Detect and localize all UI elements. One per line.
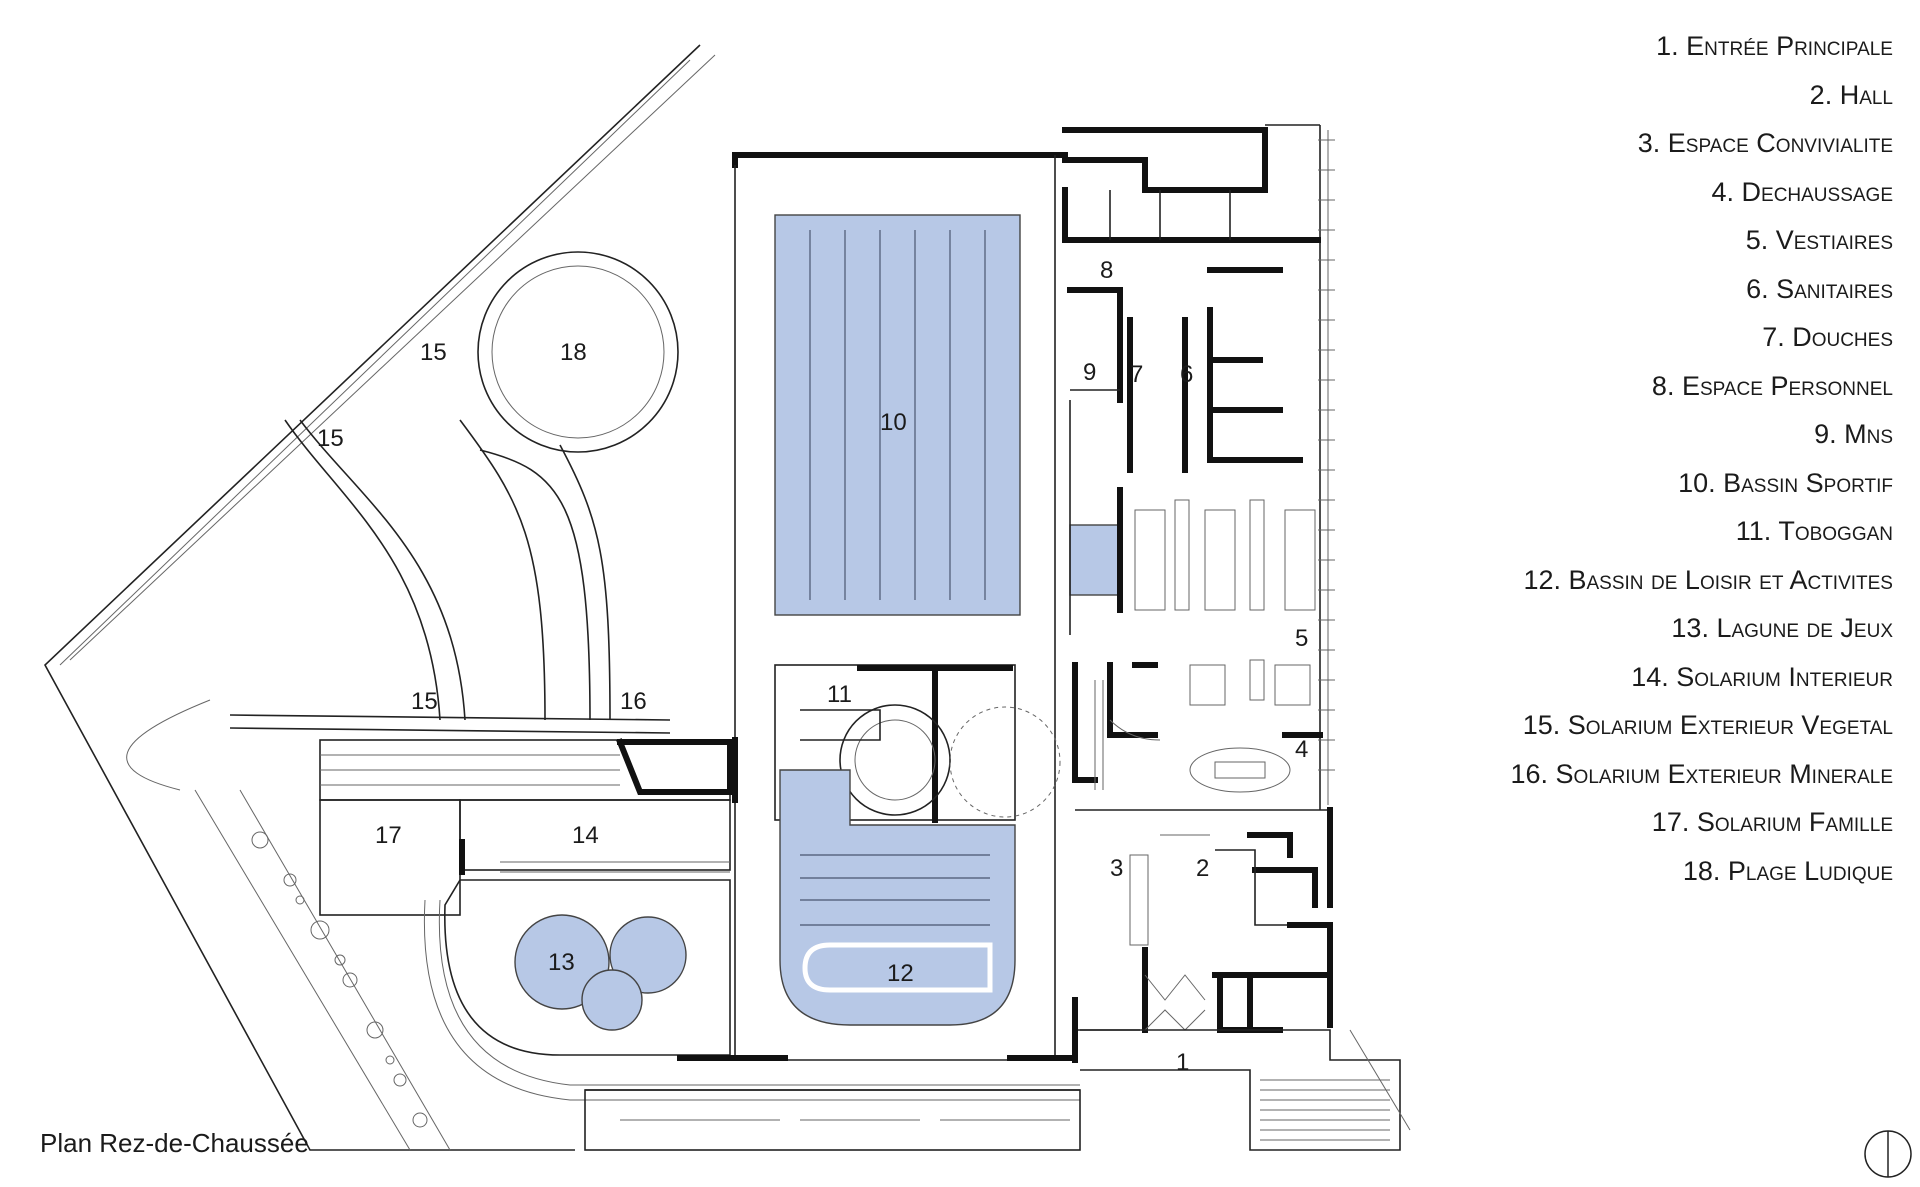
legend-item-9: 9. Mns [1814, 419, 1893, 449]
zone-numbers: 1 2 3 4 5 6 7 8 9 10 11 12 13 14 15 15 1… [317, 257, 1308, 1076]
zone-label-15c: 15 [411, 688, 438, 715]
legend-item-8: 8. Espace Personnel [1651, 370, 1893, 401]
zone-label-16: 16 [620, 688, 647, 715]
floor-plan-drawing: 1 2 3 4 5 6 7 8 9 10 11 12 13 14 15 15 1… [44, 44, 1411, 1151]
legend-item-17: 17. Solarium Famille [1651, 807, 1893, 837]
bassin-sportif [774, 214, 1021, 616]
lagune-area [423, 879, 1080, 1101]
north-arrow-icon [1864, 1130, 1912, 1178]
legend-item-13: 13. Lagune de Jeux [1671, 613, 1893, 643]
zone-label-15b: 15 [317, 425, 344, 452]
legend-item-5: 5. Vestiaires [1745, 225, 1893, 255]
plan-title: Plan Rez-de-Chaussée [40, 1128, 309, 1158]
zone-label-17: 17 [375, 822, 402, 849]
legend-item-1: 1. Entrée Principale [1656, 31, 1893, 61]
zone-label-13: 13 [548, 949, 575, 976]
zone-label-12: 12 [887, 960, 914, 987]
legend-item-2: 2. Hall [1809, 79, 1893, 110]
plage-ludique-outline [477, 251, 679, 453]
legend-item-15: 15. Solarium Exterieur Vegetal [1522, 710, 1893, 740]
legend-item-3: 3. Espace Convivialite [1637, 128, 1893, 158]
zone-label-4: 4 [1295, 736, 1308, 763]
legend-item-14: 14. Solarium Interieur [1631, 661, 1893, 692]
legend-item-18: 18. Plage Ludique [1682, 855, 1893, 886]
zone-label-10: 10 [880, 409, 907, 436]
zone-label-6: 6 [1180, 361, 1193, 388]
legend-item-12: 12. Bassin de Loisir et Activites [1523, 564, 1893, 595]
zone-label-3: 3 [1110, 855, 1123, 882]
changing-rooms-wing [1062, 124, 1335, 810]
legend-item-11: 11. Toboggan [1735, 516, 1893, 546]
legend-item-6: 6. Sanitaires [1746, 273, 1893, 304]
legend-item-16: 16. Solarium Exterieur Minerale [1510, 758, 1894, 789]
site-boundary [44, 44, 716, 1151]
solarium-blocks [319, 738, 733, 916]
zone-label-2: 2 [1196, 855, 1209, 882]
legend-item-4: 4. Dechaussage [1711, 176, 1894, 207]
zone-label-14: 14 [572, 822, 599, 849]
toboggan-area [774, 664, 1061, 823]
zone-label-7: 7 [1130, 361, 1143, 388]
entrance-steps [1080, 1029, 1411, 1151]
bassin-loisir [779, 769, 1016, 1026]
zone-label-11: 11 [827, 681, 852, 708]
legend-item-7: 7. Douches [1762, 322, 1893, 352]
zone-label-1: 1 [1176, 1049, 1189, 1076]
vegetation-pattern [194, 789, 451, 1151]
building-outline [584, 152, 1081, 1151]
zone-label-5: 5 [1295, 625, 1308, 652]
hall-area [1072, 807, 1333, 1063]
legend: 1. Entrée Principale 2. Hall 3. Espace C… [1511, 22, 1894, 895]
zone-label-15a: 15 [420, 339, 447, 366]
zone-label-9: 9 [1083, 359, 1096, 386]
zone-label-8: 8 [1100, 257, 1113, 284]
legend-item-10: 10. Bassin Sportif [1678, 467, 1893, 498]
exterior-solarium-paths [229, 419, 671, 734]
zone-label-18: 18 [560, 339, 587, 366]
